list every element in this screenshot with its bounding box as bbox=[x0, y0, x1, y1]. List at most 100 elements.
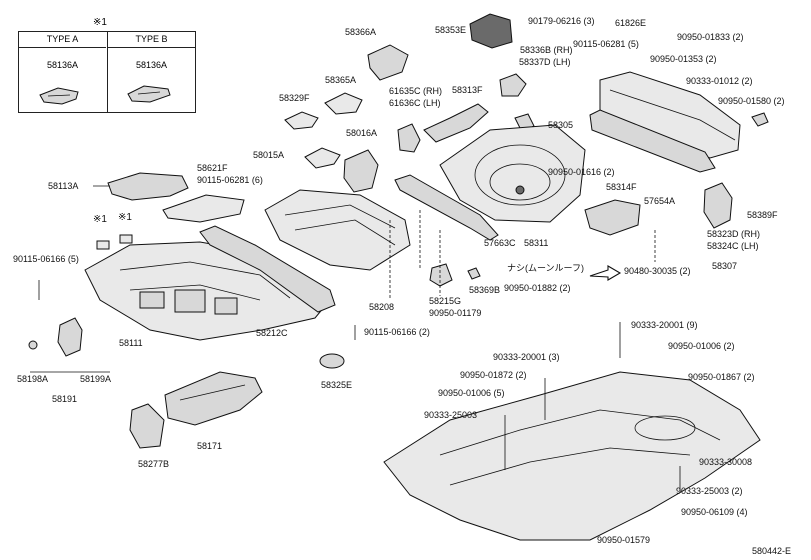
label-90333-25003-a: 90333-25003 bbox=[424, 410, 478, 420]
label-58198a: 58198A bbox=[17, 374, 49, 384]
label-58277b: 58277B bbox=[138, 459, 170, 469]
label-58113a: 58113A bbox=[48, 181, 79, 191]
sheet-58621f bbox=[162, 194, 245, 223]
legend-type-b: TYPE B 58136A bbox=[108, 32, 195, 112]
label-58111: 58111 bbox=[119, 338, 143, 348]
label-58191: 58191 bbox=[52, 394, 78, 404]
label-90179-06216: 90179-06216 (3) bbox=[528, 16, 595, 26]
label-58314f: 58314F bbox=[606, 182, 637, 192]
label-58336b: 58336B (RH) bbox=[520, 45, 573, 55]
label-58324c: 58324C (LH) bbox=[707, 241, 759, 251]
label-58215g: 58215G bbox=[429, 296, 462, 306]
label-90950-06109: 90950-06109 (4) bbox=[681, 507, 748, 517]
label-90115-06166-mid: 90115-06166 (2) bbox=[364, 327, 430, 337]
label-58337d: 58337D (LH) bbox=[519, 57, 571, 67]
bracket-58313f bbox=[423, 103, 489, 143]
mark-a: ※1 bbox=[93, 214, 107, 225]
diagram-id: 580442-E bbox=[752, 546, 792, 556]
bracket-58215g bbox=[429, 263, 453, 287]
rail-58212c bbox=[199, 225, 336, 313]
label-57663c: 57663C bbox=[484, 238, 516, 248]
type-a-clip-icon bbox=[39, 87, 79, 105]
bracket-58366a bbox=[367, 44, 409, 81]
label-58199a: 58199A bbox=[80, 374, 112, 384]
label-58212c: 58212C bbox=[256, 328, 288, 338]
label-90950-01006-2: 90950-01006 (2) bbox=[668, 341, 735, 351]
rail-57663c bbox=[394, 174, 499, 241]
label-58313f: 58313F bbox=[452, 85, 483, 95]
label-90115-06166-left: 90115-06166 (5) bbox=[13, 254, 79, 264]
label-90950-01872: 90950-01872 (2) bbox=[460, 370, 527, 380]
label-58305: 58305 bbox=[548, 120, 574, 130]
label-58325e: 58325E bbox=[321, 380, 353, 390]
label-58016a: 58016A bbox=[346, 128, 378, 138]
label-90333-25003-b: 90333-25003 (2) bbox=[676, 486, 743, 496]
label-58208: 58208 bbox=[369, 302, 395, 312]
label-90950-01353: 90950-01353 (2) bbox=[650, 54, 717, 64]
pad-left-icon bbox=[96, 240, 110, 250]
label-90333-30008: 90333-30008 bbox=[699, 457, 753, 467]
legend-divider bbox=[107, 32, 108, 112]
label-90115-06281-mid: 90115-06281 (6) bbox=[197, 175, 263, 185]
label-58389f: 58389F bbox=[747, 210, 778, 220]
label-58353e: 58353E bbox=[435, 25, 467, 35]
panel-58113a bbox=[107, 172, 189, 201]
label-90950-01580: 90950-01580 (2) bbox=[718, 96, 785, 106]
label-58171: 58171 bbox=[197, 441, 223, 451]
label-61826e: 61826E bbox=[615, 18, 647, 28]
label-57654a: 57654A bbox=[644, 196, 676, 206]
bracket-58353e bbox=[469, 13, 513, 49]
bolt-58198a-icon bbox=[28, 340, 38, 350]
label-58323d: 58323D (RH) bbox=[707, 229, 761, 239]
label-58366a: 58366A bbox=[345, 27, 377, 37]
label-90950-01006-5: 90950-01006 (5) bbox=[438, 388, 505, 398]
label-58621f: 58621F bbox=[197, 163, 228, 173]
label-90950-01179: 90950-01179 bbox=[429, 308, 482, 318]
label-58307: 58307 bbox=[712, 261, 738, 271]
legend-type-a: TYPE A 58136A bbox=[19, 32, 106, 112]
panel-rail-57654a bbox=[589, 109, 716, 173]
floor-58208 bbox=[264, 189, 411, 271]
bracket-58365a bbox=[324, 92, 363, 115]
label-90480-30035: 90480-30035 (2) bbox=[624, 266, 691, 276]
label-58015a: 58015A bbox=[253, 150, 285, 160]
label-58365a: 58365A bbox=[325, 75, 357, 85]
bracket-58307 bbox=[703, 182, 733, 229]
legend-type-b-part: 58136A bbox=[135, 60, 168, 70]
mark-b: ※1 bbox=[118, 212, 132, 223]
bracket-58277b bbox=[129, 403, 165, 449]
label-90333-20001-9: 90333-20001 (9) bbox=[631, 320, 698, 330]
cap-58325e bbox=[319, 353, 345, 369]
bracket-58199a bbox=[57, 317, 83, 357]
label-58369b: 58369B bbox=[469, 285, 501, 295]
inset-part: 90950-01882 (2) bbox=[504, 283, 571, 293]
legend-type-b-heading: TYPE B bbox=[108, 32, 195, 48]
bracket-58336b bbox=[499, 73, 527, 97]
note-symbol: ※1 bbox=[93, 17, 107, 28]
label-90950-01616: 90950-01616 (2) bbox=[548, 167, 615, 177]
inset-title: ナシ(ムーンルーフ) bbox=[507, 263, 585, 273]
label-90950-01833: 90950-01833 (2) bbox=[677, 32, 744, 42]
direction-arrow-icon bbox=[589, 265, 622, 281]
label-90333-20001-3: 90333-20001 (3) bbox=[493, 352, 560, 362]
label-90115-06281-top: 90115-06281 (5) bbox=[573, 39, 639, 49]
pad-right-icon bbox=[119, 234, 133, 244]
label-58311: 58311 bbox=[524, 238, 549, 248]
bracket-61635c bbox=[397, 123, 421, 153]
bracket-58016a bbox=[343, 149, 379, 193]
pad-58015a bbox=[304, 147, 341, 169]
legend-type-a-heading: TYPE A bbox=[19, 32, 106, 48]
floor-rear-panel bbox=[383, 371, 761, 541]
panel-58171 bbox=[164, 371, 263, 426]
label-90950-01867: 90950-01867 (2) bbox=[688, 372, 755, 382]
label-61636c: 61636C (LH) bbox=[389, 98, 441, 108]
label-90333-01012: 90333-01012 (2) bbox=[686, 76, 753, 86]
legend-type-a-part: 58136A bbox=[46, 60, 79, 70]
pad-58329f bbox=[284, 111, 319, 130]
label-58329f: 58329F bbox=[279, 93, 310, 103]
type-b-clip-icon bbox=[127, 85, 171, 103]
type-legend-box: TYPE A 58136A TYPE B 58136A bbox=[18, 31, 196, 113]
label-90950-01579: 90950-01579 bbox=[597, 535, 651, 545]
